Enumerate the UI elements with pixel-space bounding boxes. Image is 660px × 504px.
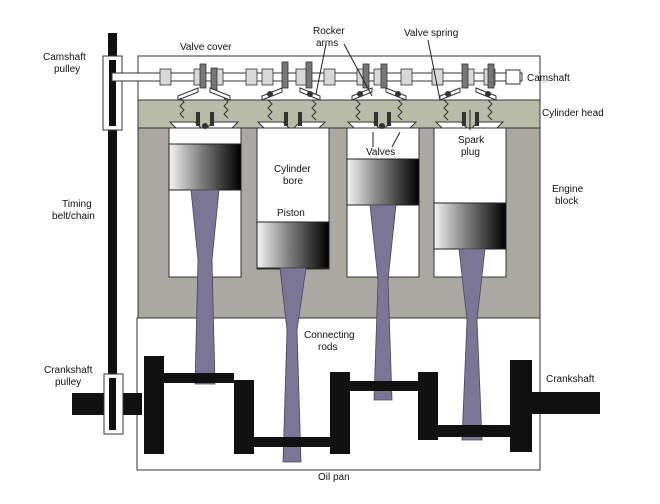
label-camshaft-pulley-1: Camshaft (43, 52, 86, 63)
connecting-rod-1 (190, 189, 220, 385)
piston-4 (433, 202, 507, 250)
label-rocker-arms-2: arms (316, 38, 338, 49)
label-oil-pan: Oil pan (318, 472, 350, 483)
connecting-rods (190, 189, 486, 463)
camshaft-shaft (111, 72, 523, 82)
crank-pin-2 (254, 437, 332, 447)
label-piston: Piston (277, 208, 305, 219)
crank-web-4 (418, 372, 438, 440)
connecting-rod-4 (458, 248, 486, 441)
crank-pin-4 (438, 425, 510, 437)
valve-train (168, 87, 505, 129)
crankshaft-rear-shaft (532, 392, 600, 414)
label-timing-belt-1: Timing (62, 199, 92, 210)
labels: Camshaft pulley Valve cover Rocker arms … (43, 26, 604, 483)
label-engine-block-1: Engine (552, 184, 584, 195)
label-spark-plug-1: Spark (458, 135, 485, 146)
label-rocker-arms-1: Rocker (313, 26, 345, 37)
timing-belt (102, 33, 124, 435)
label-valve-cover: Valve cover (180, 42, 232, 53)
connecting-rod-2 (279, 267, 307, 463)
label-camshaft-pulley-2: pulley (54, 64, 80, 75)
label-valves: Valves (366, 147, 395, 158)
crank-web-1 (144, 356, 164, 454)
label-timing-belt-2: belt/chain (52, 211, 95, 222)
label-crankshaft-pulley-1: Crankshaft (44, 365, 93, 376)
piston-2 (256, 221, 330, 269)
crank-pin-1 (164, 373, 234, 383)
camshaft (111, 61, 523, 91)
timing-belt-strap (108, 33, 117, 433)
label-connecting-rods-1: Connecting (304, 330, 355, 341)
label-connecting-rods-2: rods (318, 342, 337, 353)
label-valve-spring: Valve spring (404, 28, 458, 39)
label-crankshaft-pulley-2: pulley (55, 377, 81, 388)
crank-pin-3 (350, 381, 420, 391)
label-cylinder-head: Cylinder head (542, 108, 604, 119)
piston-1 (168, 143, 242, 191)
label-spark-plug-2: plug (461, 147, 480, 158)
crankshaft (72, 356, 600, 454)
piston-3 (346, 158, 420, 206)
connecting-rod-3 (369, 204, 397, 401)
label-crankshaft: Crankshaft (546, 374, 595, 385)
label-engine-block-2: block (555, 196, 579, 207)
label-cylinder-bore-1: Cylinder (274, 164, 311, 175)
crank-web-3 (330, 372, 350, 454)
label-cylinder-bore-2: bore (283, 176, 303, 187)
crank-web-5 (510, 360, 532, 452)
crank-web-2 (234, 380, 254, 454)
label-camshaft: Camshaft (527, 73, 570, 84)
leader-lines (315, 39, 471, 148)
